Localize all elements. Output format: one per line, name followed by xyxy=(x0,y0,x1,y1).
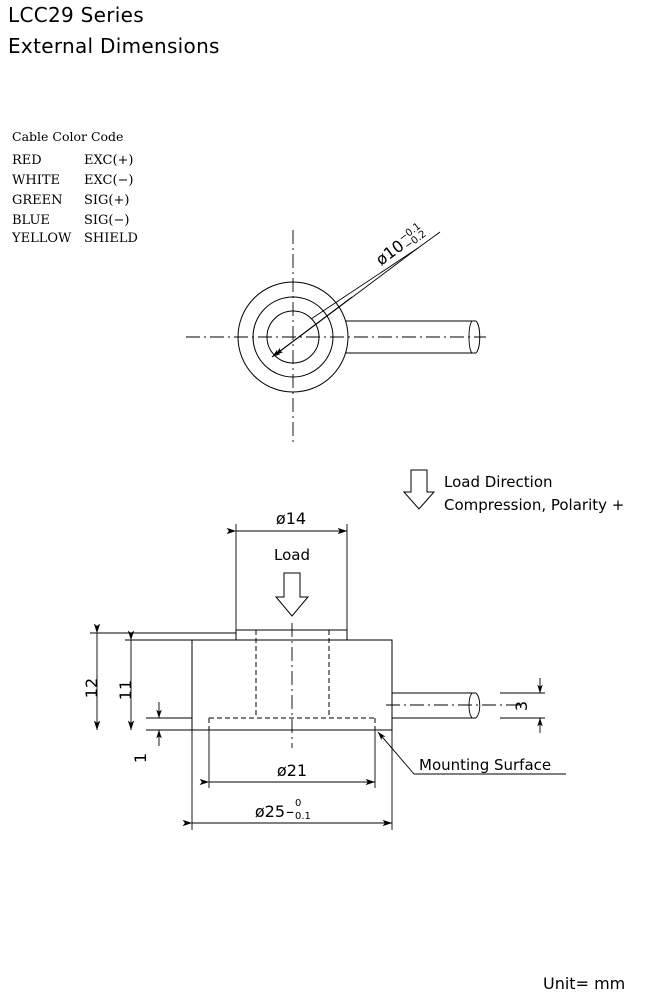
title-line-1: LCC29 Series xyxy=(8,3,144,27)
height-body-label: 11 xyxy=(116,680,135,700)
table-row: BLUE SIG(−) xyxy=(12,213,129,228)
cable-color-name: BLUE xyxy=(12,213,50,228)
flange-thickness-dimension: 1 xyxy=(131,702,162,763)
cable-color-name: YELLOW xyxy=(11,231,72,246)
cable-color-name: GREEN xyxy=(12,193,63,208)
cable-break-inner xyxy=(468,692,473,719)
cable-diameter-label: 3 xyxy=(512,701,531,711)
table-row: YELLOW SHIELD xyxy=(11,231,138,246)
outer-tolerance-lower: 0.1 xyxy=(295,811,311,822)
unit-note: Unit= mm xyxy=(543,974,625,993)
flange-thickness-label: 1 xyxy=(131,753,150,763)
outer-diameter-dimension: ø25 – 0 0.1 xyxy=(182,730,393,830)
load-direction-legend: Load Direction Compression, Polarity + xyxy=(402,469,624,514)
top-diameter-dimension: ø14 xyxy=(226,509,348,633)
top-diameter-label: ø14 xyxy=(276,509,306,528)
cable-signal-name: EXC(+) xyxy=(84,153,134,168)
outer-tolerance-upper: 0 xyxy=(295,798,301,809)
cable-color-code-heading: Cable Color Code xyxy=(12,129,123,144)
bore-dimension-label: ø10 −0.1 −0.2 xyxy=(372,221,429,269)
height-total-dimension: 12 xyxy=(82,623,236,731)
cable-color-name: RED xyxy=(12,153,42,168)
legend-line-2: Compression, Polarity + xyxy=(444,496,624,514)
outer-diameter-sign: – xyxy=(286,802,294,821)
table-row: GREEN SIG(+) xyxy=(12,193,129,208)
cable-diameter-dimension: 3 xyxy=(500,678,545,733)
inner-diameter-label: ø21 xyxy=(277,761,307,780)
outer-diameter-value: ø25 xyxy=(255,802,285,821)
cable-signal-name: EXC(−) xyxy=(84,173,134,188)
top-boss-outline xyxy=(235,629,348,641)
cable-break-outer xyxy=(475,692,481,719)
down-arrow-outline-icon xyxy=(402,469,436,510)
table-row: WHITE EXC(−) xyxy=(12,173,134,188)
cable-signal-name: SIG(+) xyxy=(84,193,129,208)
title-line-2: External Dimensions xyxy=(8,34,220,58)
height-body-dimension: 11 xyxy=(116,630,192,731)
mounting-surface-callout: Mounting Surface xyxy=(377,731,566,775)
cable-color-name: WHITE xyxy=(12,173,60,188)
leader-line xyxy=(377,731,415,775)
legend-line-1: Load Direction xyxy=(444,473,553,491)
top-view: ø10 −0.1 −0.2 xyxy=(186,221,486,444)
cable-signal-name: SIG(−) xyxy=(84,213,129,228)
table-row: RED EXC(+) xyxy=(12,153,134,168)
side-view: ø14 Load xyxy=(82,509,566,830)
bore-dimension-leader-lower xyxy=(271,296,353,358)
bore-dimension-leader-tail xyxy=(310,247,419,320)
height-total-label: 12 xyxy=(82,678,101,698)
page-title: LCC29 Series External Dimensions xyxy=(8,3,220,58)
load-down-arrow-outline-icon xyxy=(274,572,310,617)
inner-diameter-dimension: ø21 xyxy=(199,730,376,788)
cable-color-code-table: Cable Color Code RED EXC(+) WHITE EXC(−)… xyxy=(11,129,138,246)
load-label: Load xyxy=(274,546,310,564)
side-view-cable xyxy=(386,692,520,719)
mounting-surface-label: Mounting Surface xyxy=(419,756,551,774)
cable-signal-name: SHIELD xyxy=(84,231,138,246)
load-indicator: Load xyxy=(274,546,310,617)
bore-dimension-leader-extension xyxy=(417,231,441,249)
